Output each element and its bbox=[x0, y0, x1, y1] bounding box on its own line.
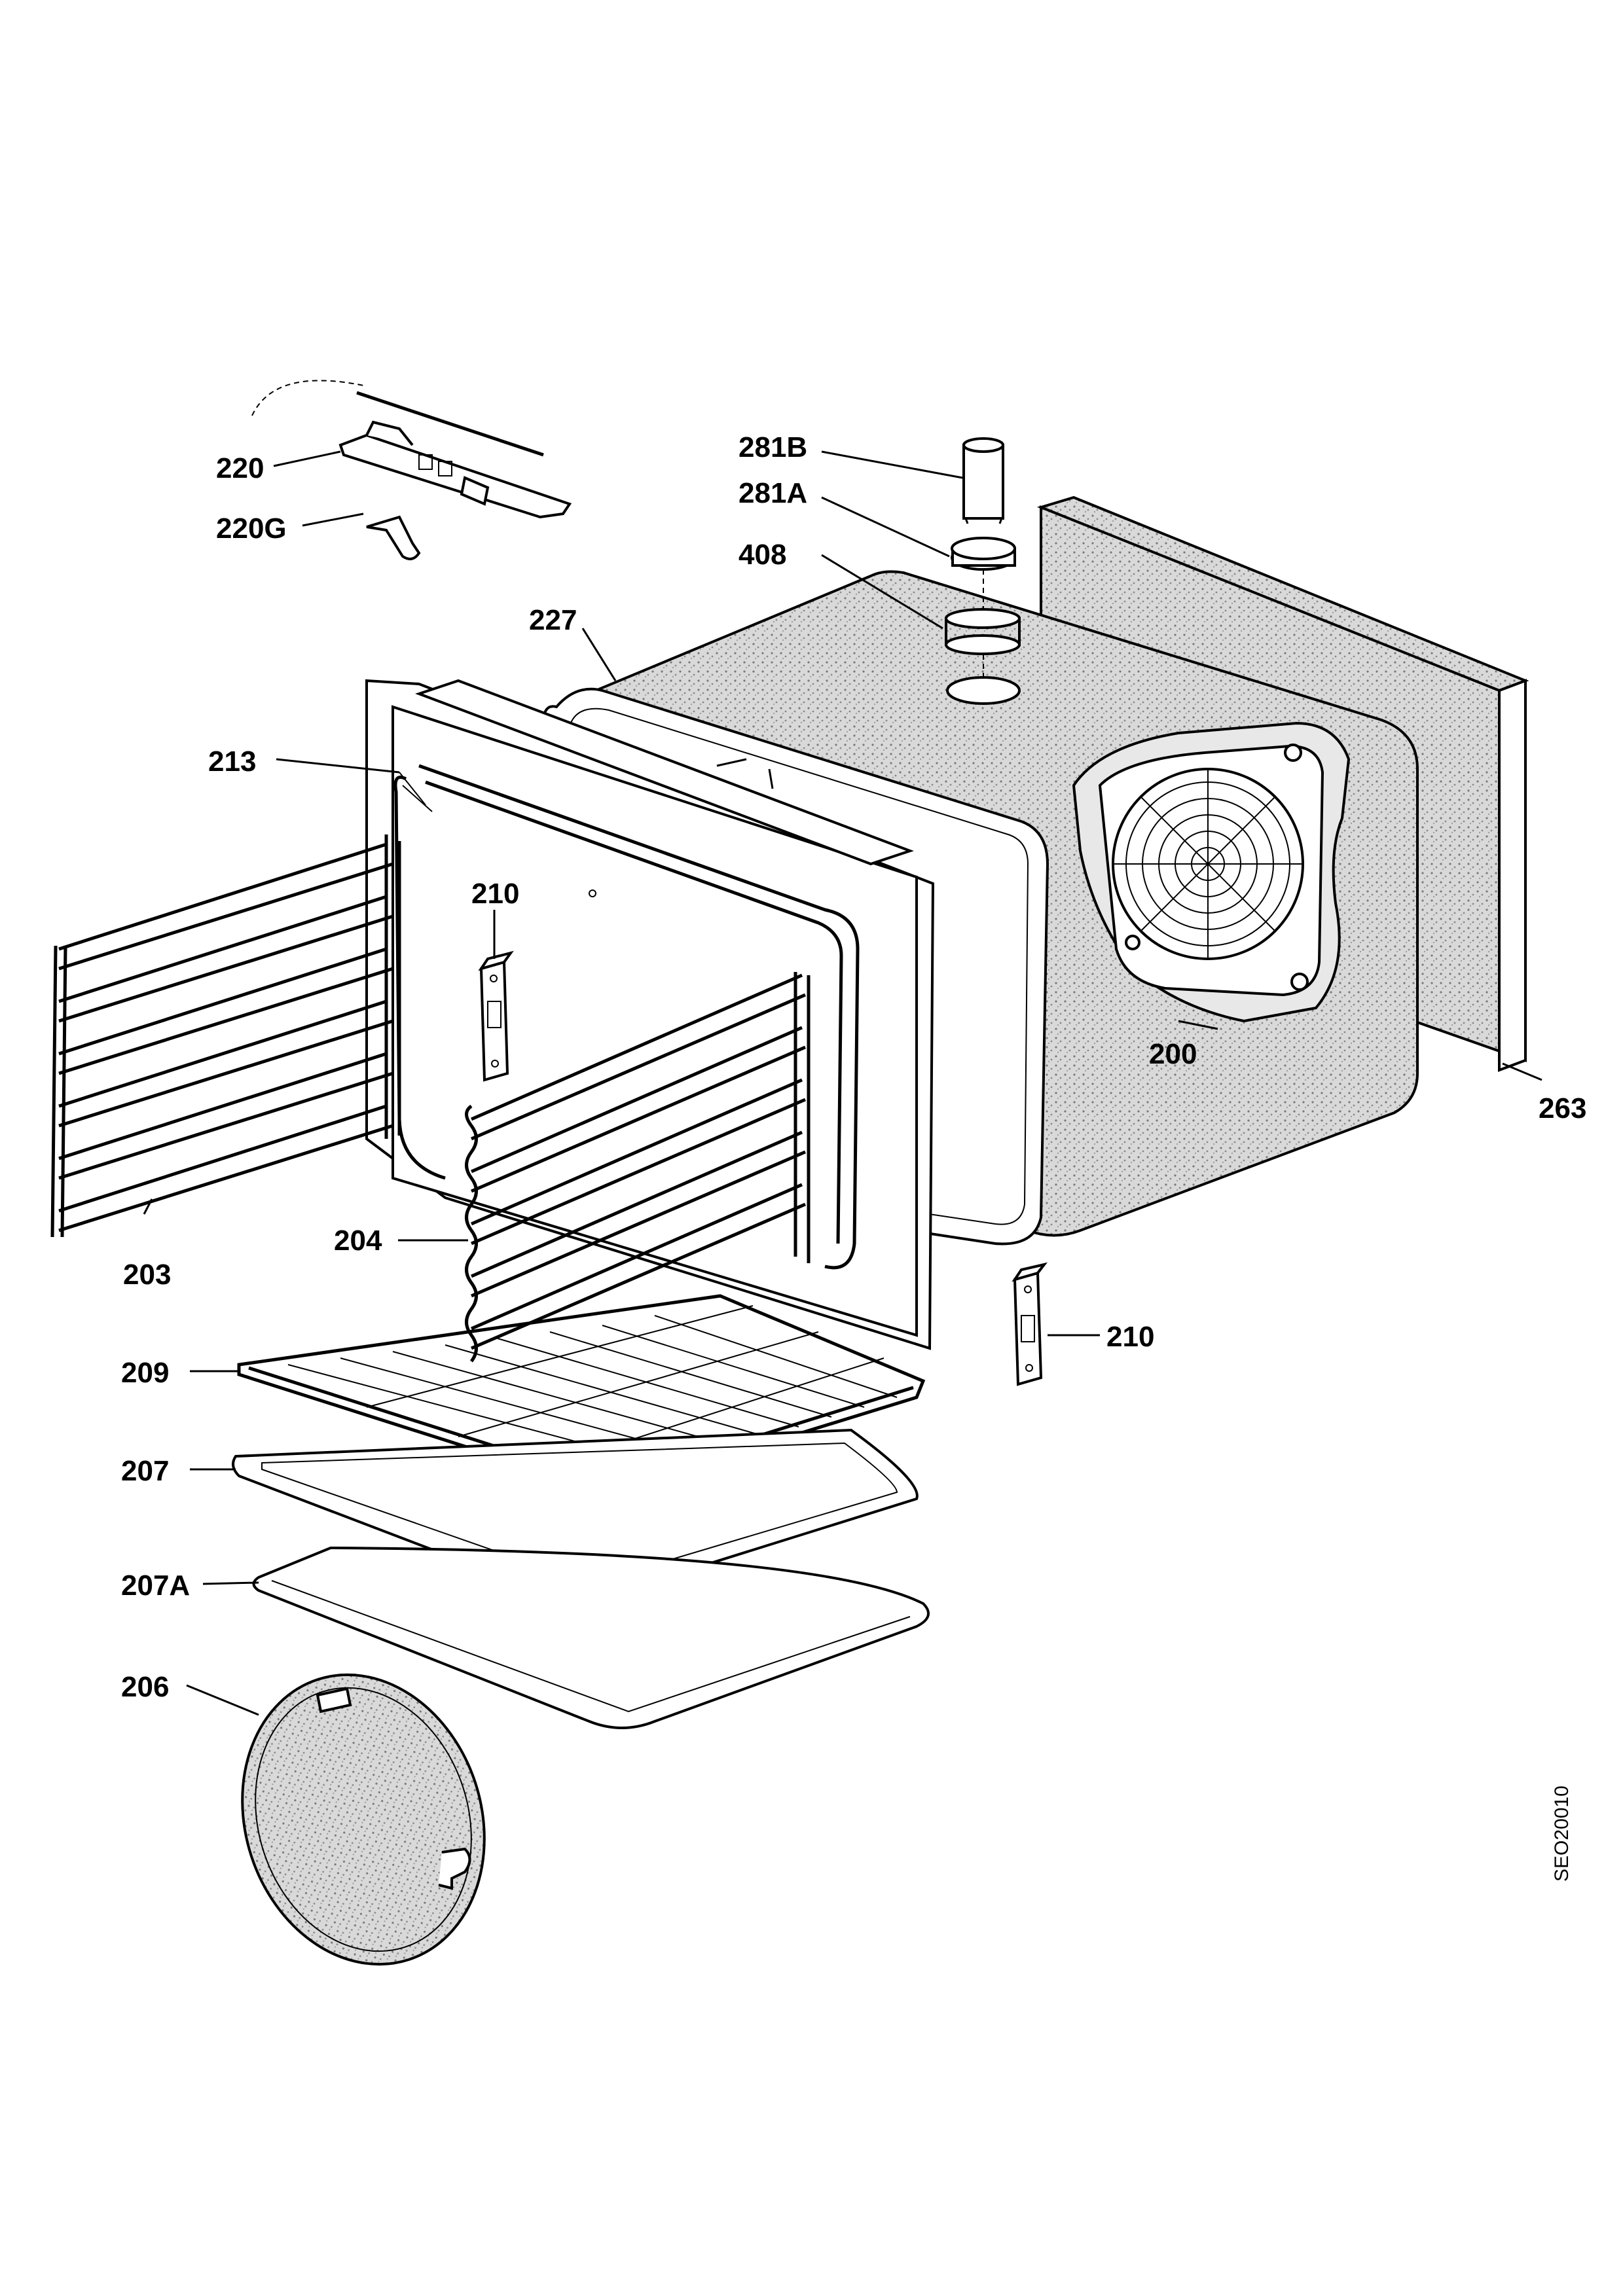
callout-281B: 281B bbox=[739, 431, 807, 463]
callout-227: 227 bbox=[529, 604, 577, 636]
callout-263: 263 bbox=[1539, 1092, 1586, 1124]
callout-210-upper: 210 bbox=[471, 878, 519, 910]
door-seal-frame bbox=[365, 679, 935, 1350]
callout-200: 200 bbox=[1149, 1038, 1197, 1070]
callout-210-lower: 210 bbox=[1106, 1321, 1154, 1353]
callout-207A: 207A bbox=[121, 1570, 190, 1602]
right-shelf-support bbox=[465, 972, 811, 1363]
callout-213: 213 bbox=[208, 745, 256, 778]
callout-206: 206 bbox=[121, 1671, 169, 1703]
callout-220: 220 bbox=[216, 452, 264, 484]
callout-207: 207 bbox=[121, 1455, 169, 1487]
callout-281A: 281A bbox=[739, 477, 807, 509]
left-shelf-support bbox=[50, 834, 401, 1238]
callout-labels: 220 220G 281B 281A 408 227 213 210 200 2… bbox=[121, 431, 1586, 1703]
callout-209: 209 bbox=[121, 1357, 169, 1389]
drawing-code: SEO20010 bbox=[1551, 1785, 1573, 1882]
callout-204: 204 bbox=[334, 1225, 382, 1257]
fan-filter bbox=[241, 1673, 486, 1966]
glass-tray bbox=[252, 1546, 930, 1729]
fan-grille-icon bbox=[1112, 768, 1304, 960]
hinge-receiver-lower bbox=[1012, 1262, 1048, 1386]
callout-408: 408 bbox=[739, 539, 786, 571]
fan-housing bbox=[1072, 721, 1351, 1023]
thermostat-bracket bbox=[251, 380, 572, 560]
lamp-assembly bbox=[945, 437, 1021, 705]
hinge-receiver-upper bbox=[478, 950, 514, 1082]
leader-lines bbox=[143, 450, 1542, 1716]
callout-220G: 220G bbox=[216, 512, 287, 545]
callout-203: 203 bbox=[123, 1259, 171, 1291]
